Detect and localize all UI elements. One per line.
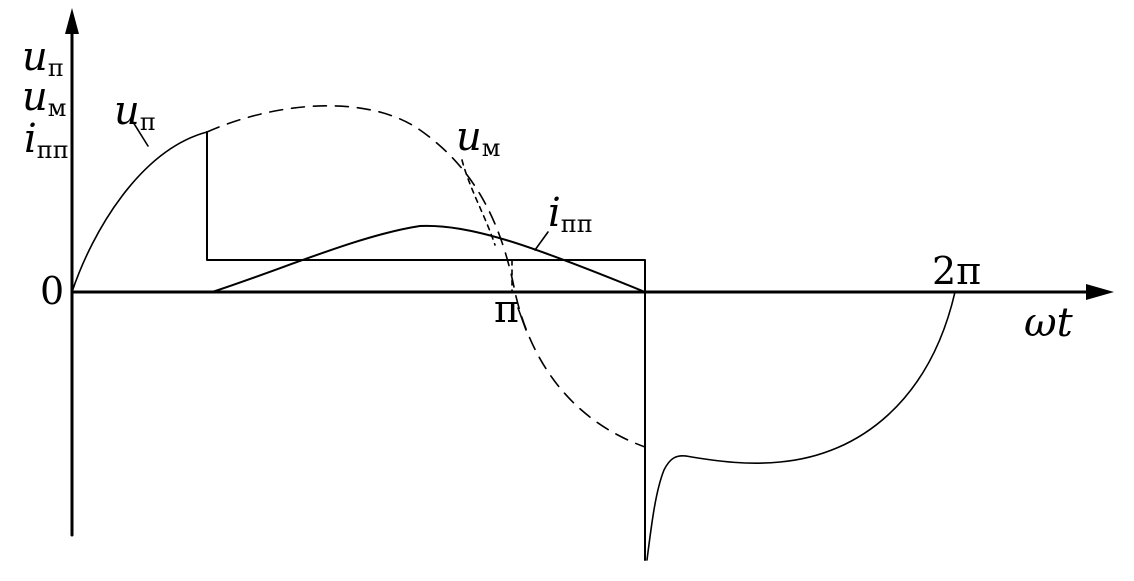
curve-label-i-pp: iпп xyxy=(548,190,593,238)
y-axis-arrow xyxy=(65,8,79,34)
leader-pi xyxy=(517,307,527,331)
origin-label: 0 xyxy=(40,269,64,313)
u-pi-recovery-spike xyxy=(646,455,687,561)
curve-label-u-m: uм xyxy=(456,114,500,162)
two-pi-tick-label: 2π xyxy=(932,249,981,293)
pi-tick-label: π xyxy=(494,287,519,331)
leader-u-m xyxy=(461,159,496,246)
u-m-dashed-curve xyxy=(206,105,646,448)
i-pp-curve xyxy=(211,224,646,293)
y-label-u-pi: uπ xyxy=(22,34,64,82)
curve-label-u-pi: uπ xyxy=(114,88,156,136)
u-pi-negative-arc xyxy=(685,291,956,464)
leader-u-pi xyxy=(132,121,149,147)
leader-i-pp xyxy=(534,231,549,251)
y-label-u-m: uм xyxy=(22,74,66,122)
y-label-i-pp: iпп xyxy=(24,116,69,164)
x-axis-label: ωt xyxy=(1024,300,1074,346)
u-pi-pulse xyxy=(206,131,646,561)
u-pi-rising-arc xyxy=(71,131,208,293)
x-axis-arrow xyxy=(1086,284,1114,300)
